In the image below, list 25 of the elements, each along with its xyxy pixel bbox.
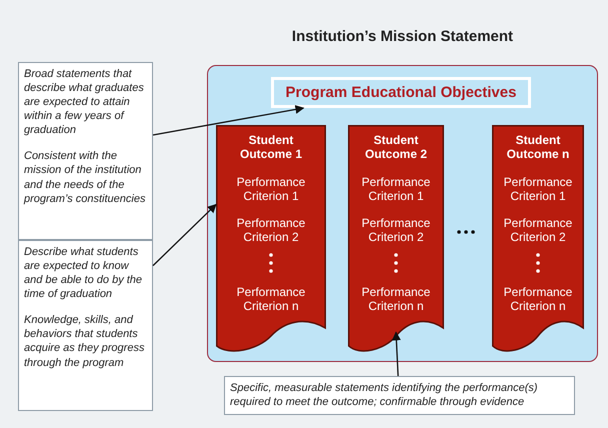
panel-heading: Institution’s Mission Statement (290, 28, 514, 45)
objectives-title: Program Educational Objectives (286, 84, 516, 101)
note-text: Knowledge, skills, and behaviors that students acquire as they progress through the program (24, 313, 146, 370)
criterion-label: Performance Criterion 2 (502, 216, 574, 245)
criterion-label: Performance Criterion 2 (360, 216, 432, 245)
criterion-label: Performance Criterion n (236, 285, 306, 314)
criterion-label: Performance Criterion 1 (360, 175, 432, 204)
note-text: Broad statements that describe what graduates are expected to attain within a few years of graduation (24, 67, 145, 138)
criterion-label: Performance Criterion 2 (236, 216, 306, 245)
note-text: Consistent with the mission of the institution and the needs of the program’s constituencies (24, 149, 146, 206)
note-box (18, 240, 153, 411)
criterion-label: Performance Criterion 1 (502, 175, 574, 204)
criterion-label: Performance Criterion n (502, 285, 574, 314)
outcome-title: Student Outcome 1 (238, 133, 303, 162)
note-box (18, 62, 153, 240)
criterion-label: Performance Criterion n (360, 285, 432, 314)
objectives-box (271, 77, 531, 108)
criterion-label: Performance Criterion 1 (236, 175, 306, 204)
note-text: Specific, measurable statements identifying the performance(s) required to meet the outcome; confirmable through evidence (230, 381, 539, 410)
note-text: Describe what students are expected to know and be able to do by the time of graduation (24, 245, 144, 302)
note-box (224, 376, 575, 415)
arrow (392, 331, 401, 376)
outcome-title: Student Outcome n (506, 133, 570, 162)
outcome-title: Student Outcome 2 (364, 133, 428, 162)
arrow (152, 204, 217, 266)
